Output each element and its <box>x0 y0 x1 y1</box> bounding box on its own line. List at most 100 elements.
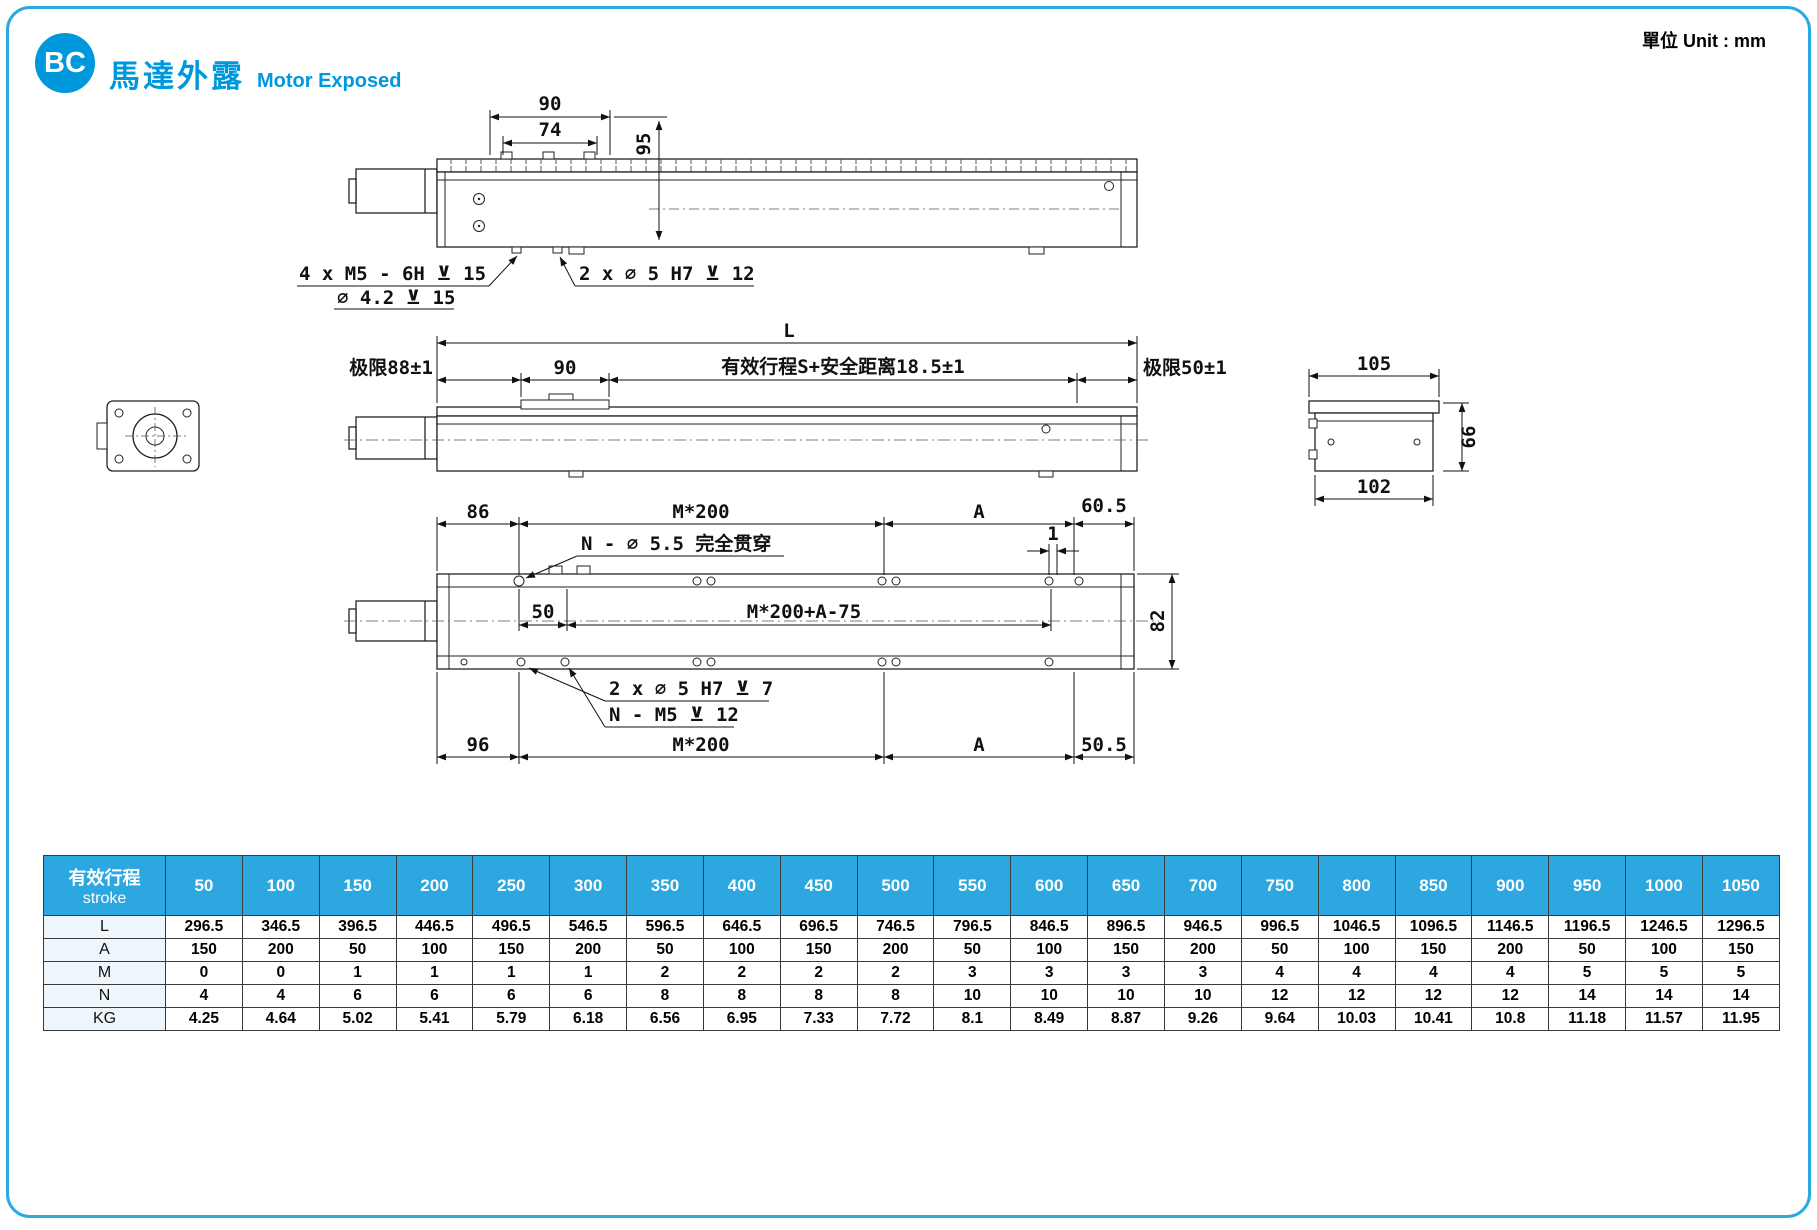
note-pin-holes: 2 x ⌀ 5 H7 ⊻ 12 <box>579 263 755 285</box>
dim-plan-a-top: A <box>973 501 985 523</box>
dim-plan-formula: M*200+A-75 <box>747 601 861 623</box>
table-cell: 14 <box>1625 984 1703 1008</box>
table-cell: 14 <box>1701 984 1781 1008</box>
table-cell: 2 <box>856 961 935 985</box>
table-cell: 1096.5 <box>1394 915 1473 939</box>
technical-drawings: 90 74 95 4 x M5 - 6H ⊻ 15 ⌀ 4.2 ⊻ 15 2 x… <box>96 93 1480 764</box>
note-plan-tap-holes: N - M5 ⊻ 12 <box>609 704 739 726</box>
row-label: L <box>43 915 166 939</box>
table-cell: 8 <box>856 984 935 1008</box>
table-cell: 4 <box>1240 961 1319 985</box>
table-cell: 1246.5 <box>1625 915 1703 939</box>
table-cell: 100 <box>1625 938 1703 962</box>
drawing-plan-view <box>344 565 1159 670</box>
table-cell: 4 <box>1394 961 1473 985</box>
table-cell: 12 <box>1394 984 1473 1008</box>
table-cell: 596.5 <box>626 915 704 939</box>
stroke-col-header: 1050 <box>1701 855 1781 916</box>
drawing-top-side-view <box>348 151 1138 255</box>
table-cell: 14 <box>1548 984 1627 1008</box>
table-cell: 5.02 <box>318 1007 397 1031</box>
dim-effective-travel: 有效行程S+安全距离18.5±1 <box>721 355 965 378</box>
row-label: N <box>43 984 166 1008</box>
dim-end-height: 66 <box>1458 426 1480 449</box>
table-cell: 4.64 <box>241 1007 320 1031</box>
table-cell: 3 <box>1163 961 1242 985</box>
dim-plan-1: 1 <box>1047 523 1058 545</box>
drawing-top-dimension-lines <box>297 110 754 310</box>
stroke-col-header: 850 <box>1394 855 1473 916</box>
table-cell: 896.5 <box>1087 915 1165 939</box>
table-cell: 10 <box>1163 984 1242 1008</box>
stroke-col-header: 50 <box>165 855 243 916</box>
table-cell: 5.41 <box>395 1007 474 1031</box>
drawing-plan-dimension-labels: 86 M*200 A 60.5 N - ⌀ 5.5 完全贯穿 1 50 M*20… <box>467 495 1169 756</box>
dim-carriage-length: 90 <box>554 357 577 379</box>
table-cell: 3 <box>1087 961 1165 985</box>
table-cell: 796.5 <box>933 915 1012 939</box>
table-cell: 1 <box>395 961 474 985</box>
table-cell: 12 <box>1317 984 1396 1008</box>
table-cell: 200 <box>241 938 320 962</box>
dim-top-74: 74 <box>539 119 562 141</box>
table-cell: 12 <box>1471 984 1550 1008</box>
stroke-col-header: 150 <box>318 855 397 916</box>
table-cell: 11.18 <box>1548 1007 1627 1031</box>
datasheet-page: BC 馬達外露 Motor Exposed 單位 Unit : mm <box>6 6 1811 1218</box>
table-cell: 200 <box>1471 938 1550 962</box>
table-cell: 150 <box>1087 938 1165 962</box>
table-cell: 10 <box>1087 984 1165 1008</box>
table-cell: 496.5 <box>472 915 551 939</box>
table-cell: 50 <box>1240 938 1319 962</box>
table-cell: 10 <box>933 984 1012 1008</box>
table-cell: 8.1 <box>933 1007 1012 1031</box>
drawing-end-view-left <box>96 400 200 472</box>
table-cell: 50 <box>626 938 704 962</box>
table-cell: 5 <box>1548 961 1627 985</box>
stroke-col-header: 400 <box>702 855 781 916</box>
stroke-col-header: 900 <box>1471 855 1550 916</box>
table-cell: 996.5 <box>1240 915 1319 939</box>
table-cell: 1046.5 <box>1317 915 1396 939</box>
table-cell: 2 <box>702 961 781 985</box>
table-cell: 150 <box>1394 938 1473 962</box>
row-label: M <box>43 961 166 985</box>
table-cell: 296.5 <box>165 915 243 939</box>
table-cell: 200 <box>1163 938 1242 962</box>
dim-plan-50: 50 <box>532 601 555 623</box>
table-cell: 1296.5 <box>1701 915 1781 939</box>
stroke-col-header: 800 <box>1317 855 1396 916</box>
table-cell: 4.25 <box>165 1007 243 1031</box>
table-cell: 11.57 <box>1625 1007 1703 1031</box>
table-cell: 6.18 <box>549 1007 628 1031</box>
table-cell: 100 <box>1317 938 1396 962</box>
table-cell: 446.5 <box>395 915 474 939</box>
table-cell: 6 <box>472 984 551 1008</box>
table-cell: 150 <box>1701 938 1781 962</box>
table-cell: 396.5 <box>318 915 397 939</box>
note-plan-pin-holes: 2 x ⌀ 5 H7 ⊻ 7 <box>609 678 773 700</box>
table-cell: 4 <box>241 984 320 1008</box>
table-cell: 100 <box>1010 938 1089 962</box>
stroke-col-header: 700 <box>1163 855 1242 916</box>
table-cell: 10.03 <box>1317 1007 1396 1031</box>
table-cell: 696.5 <box>779 915 858 939</box>
table-cell: 0 <box>165 961 243 985</box>
drawing-end-view-right <box>1308 400 1440 472</box>
stroke-col-header: 450 <box>779 855 858 916</box>
table-cell: 6.56 <box>626 1007 704 1031</box>
table-cell: 9.26 <box>1163 1007 1242 1031</box>
drawing-side-view <box>344 393 1149 478</box>
table-cell: 7.72 <box>856 1007 935 1031</box>
table-cell: 100 <box>702 938 781 962</box>
table-cell: 8.49 <box>1010 1007 1089 1031</box>
dim-plan-96: 96 <box>467 734 490 756</box>
table-cell: 5 <box>1625 961 1703 985</box>
table-cell: 12 <box>1240 984 1319 1008</box>
table-cell: 150 <box>779 938 858 962</box>
stroke-col-header: 1000 <box>1625 855 1703 916</box>
stroke-col-header: 250 <box>472 855 551 916</box>
